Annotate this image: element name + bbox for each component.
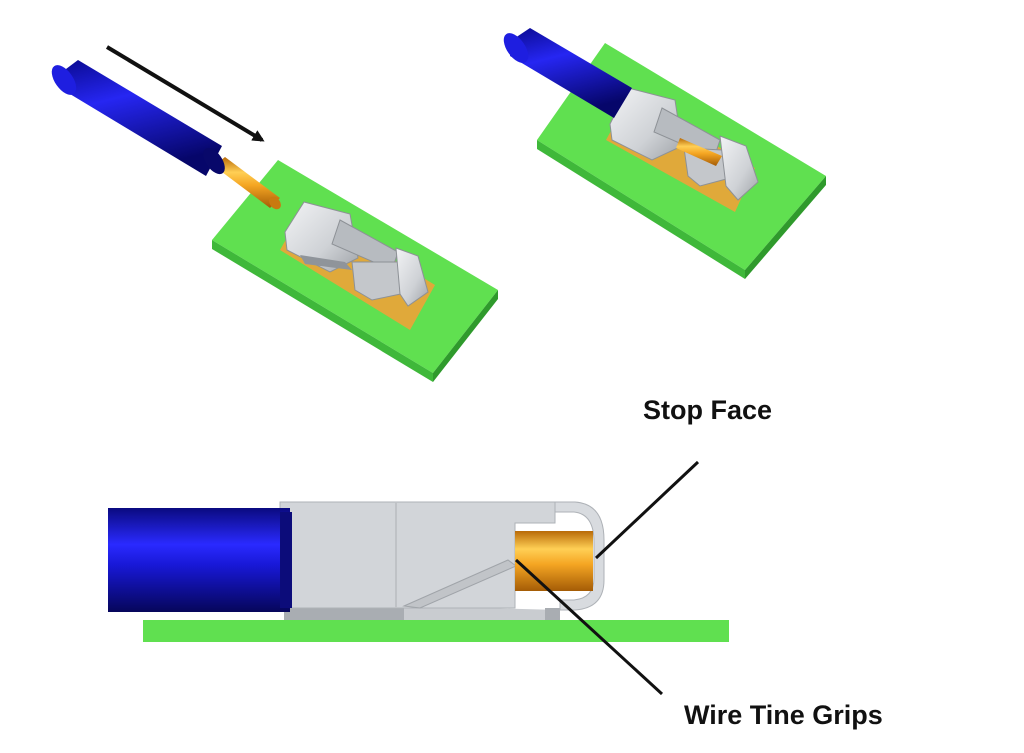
wire-tine-grips-label: Wire Tine Grips <box>684 700 883 730</box>
wire-conductor-left <box>214 157 281 210</box>
wire-insulation-right <box>503 28 632 118</box>
stop-face-label: Stop Face <box>643 395 773 425</box>
wire-conductor-section <box>515 531 593 591</box>
wire-tine-grips-leader-line <box>514 558 664 696</box>
cross-section-view <box>108 501 729 642</box>
insertion-direction-arrow-icon <box>105 45 265 142</box>
circuit-board-section <box>143 620 729 642</box>
wire-insulation-section <box>108 508 292 612</box>
wire-insulation-left <box>51 60 225 176</box>
wire-trap-contact-right <box>609 87 759 201</box>
before-insertion-view <box>51 45 498 382</box>
wire-trap-contact-left <box>284 201 429 307</box>
stop-face-leader-line <box>594 460 700 560</box>
contact-base-section <box>284 606 560 620</box>
wire-trap-contact-section <box>279 501 556 609</box>
after-insertion-view <box>503 28 826 279</box>
